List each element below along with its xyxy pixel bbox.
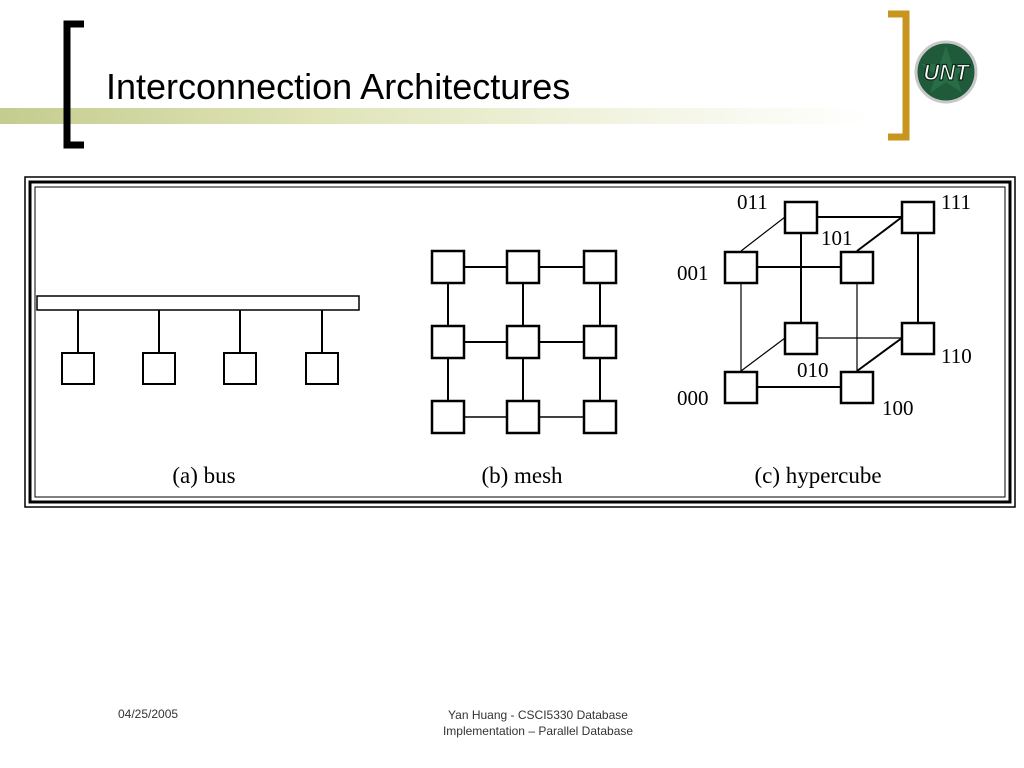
title-band [0,108,1024,124]
label-010: 010 [797,358,829,382]
slide-title: Interconnection Architectures [106,66,571,107]
mesh-node [582,249,618,285]
footer-course: Yan Huang - CSCI5330 Database Implementa… [388,707,688,739]
logo-text: UNT [923,60,970,85]
label-100: 100 [882,396,914,420]
hypercube-node-110 [900,321,936,356]
caption-bus: (a) bus [172,463,235,488]
footer-line-2: Implementation – Parallel Database [442,724,634,738]
mesh-node [430,249,466,285]
mesh-node [505,399,541,435]
right-bracket [888,10,910,141]
left-bracket [63,20,84,149]
hypercube-node-000 [723,370,759,405]
caption-hypercube: (c) hypercube [754,463,881,488]
bus-line [36,295,360,311]
label-000: 000 [677,386,709,410]
hypercube-node-101 [839,250,875,285]
bus-node [61,352,95,385]
unt-logo: UNT [914,40,978,104]
hypercube-node-100 [839,370,875,405]
hypercube-node-011 [783,200,819,235]
label-001: 001 [677,261,709,285]
bus-node [142,352,176,385]
bus-node [305,352,339,385]
mesh-node [582,399,618,435]
footer-date: 04/25/2005 [118,707,179,721]
hypercube-node-111 [900,200,936,235]
mesh-node [430,399,466,435]
label-011: 011 [737,190,768,214]
label-111: 111 [941,190,971,214]
hypercube-node-001 [723,250,759,285]
mesh-node [430,324,466,360]
bus-node [223,352,257,385]
hypercube-node-010 [783,321,819,356]
mesh-node [582,324,618,360]
bus-diagram [36,295,360,385]
mesh-diagram [430,249,618,435]
mesh-node [505,324,541,360]
label-110: 110 [941,344,972,368]
hypercube-diagram [723,200,936,405]
label-101: 101 [821,226,853,250]
mesh-node [505,249,541,285]
caption-mesh: (b) mesh [481,463,563,488]
footer-line-1: Yan Huang - CSCI5330 Database [448,708,628,722]
